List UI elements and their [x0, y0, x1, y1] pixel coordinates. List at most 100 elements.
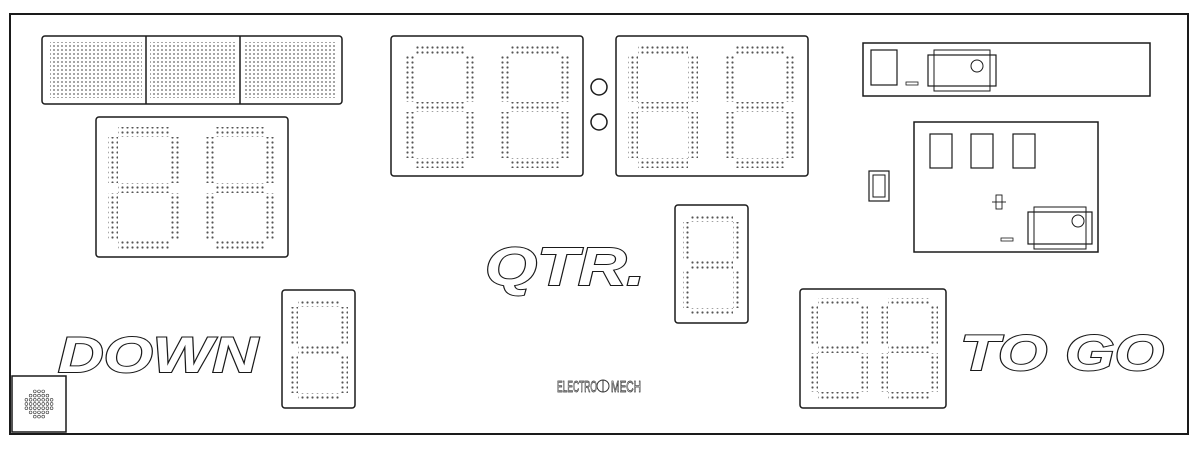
- seg-d: [638, 158, 688, 168]
- seg-f: [108, 137, 118, 183]
- quarter-digit: [683, 214, 741, 316]
- to-go-digit-tens: [810, 298, 868, 400]
- message-matrix-panel: [41, 35, 343, 105]
- seg-c: [930, 353, 938, 392]
- grille-hole: [37, 398, 41, 402]
- seg-d: [888, 392, 930, 400]
- seg-g: [888, 345, 930, 353]
- grille-hole: [33, 393, 37, 398]
- down-display: [281, 289, 356, 409]
- seg-a: [414, 46, 464, 56]
- seg-c: [560, 112, 570, 158]
- grille-hole: [45, 410, 50, 415]
- grille-hole: [41, 402, 45, 406]
- clock-colon: [590, 78, 608, 131]
- grille-hole: [45, 393, 50, 398]
- seg-e: [724, 112, 734, 158]
- to-go-display: [799, 288, 947, 409]
- seg-e: [108, 193, 118, 239]
- seg-f: [683, 222, 691, 261]
- grille-hole: [49, 398, 54, 402]
- to-go-digit-ones: [880, 298, 938, 400]
- seg-d: [510, 158, 560, 168]
- grille-hole: [33, 402, 37, 406]
- seg-a: [888, 298, 930, 306]
- speaker-grille-icon: [11, 375, 67, 433]
- grille-hole: [28, 402, 33, 406]
- seg-e: [290, 354, 298, 393]
- grille-hole: [37, 402, 41, 406]
- sensor-icon: [868, 170, 890, 202]
- grille-hole: [49, 406, 54, 410]
- home-score-digit-tens: [108, 127, 180, 249]
- grille-hole: [37, 389, 41, 394]
- seg-b: [266, 137, 276, 183]
- clock-seconds-digit-tens: [628, 46, 698, 168]
- seg-g: [118, 183, 170, 193]
- electro-mech-logo: ELECTRO MECH: [557, 379, 642, 397]
- seg-d: [414, 158, 464, 168]
- seg-d: [818, 392, 860, 400]
- seg-d: [118, 239, 170, 249]
- grille-hole: [41, 406, 45, 410]
- grille-hole: [24, 406, 29, 410]
- seg-f: [724, 56, 734, 102]
- grille-hole: [28, 398, 33, 402]
- down-digit: [290, 299, 348, 401]
- seg-a: [734, 46, 784, 56]
- seg-f: [810, 306, 818, 345]
- seg-b: [464, 56, 474, 102]
- grille-hole: [33, 398, 37, 402]
- quarter-label: QTR.: [485, 237, 645, 297]
- seg-g: [414, 102, 464, 112]
- seg-e: [404, 112, 414, 158]
- seg-c: [464, 112, 474, 158]
- seg-e: [628, 112, 638, 158]
- logo-left-text: ELECTRO: [557, 379, 597, 396]
- grille-hole: [41, 414, 45, 419]
- clock-seconds-digit-ones: [724, 46, 794, 168]
- seg-f: [628, 56, 638, 102]
- seg-e: [204, 193, 214, 239]
- seg-d: [691, 308, 733, 316]
- seg-e: [500, 112, 510, 158]
- seg-f: [204, 137, 214, 183]
- seg-b: [784, 56, 794, 102]
- seg-g: [510, 102, 560, 112]
- seg-b: [340, 307, 348, 346]
- grille-hole: [24, 402, 29, 406]
- grille-hole: [49, 402, 54, 406]
- grille-hole: [33, 410, 37, 415]
- seg-f: [404, 56, 414, 102]
- grille-hole: [45, 402, 50, 406]
- seg-c: [266, 193, 276, 239]
- grille-hole: [45, 398, 50, 402]
- seg-c: [784, 112, 794, 158]
- grille-hole: [24, 398, 29, 402]
- seg-a: [818, 298, 860, 306]
- seg-g: [214, 183, 266, 193]
- seg-a: [510, 46, 560, 56]
- grille-hole: [41, 393, 45, 398]
- seg-c: [170, 193, 180, 239]
- seg-a: [214, 127, 266, 137]
- seg-b: [688, 56, 698, 102]
- grille-hole: [37, 393, 41, 398]
- control-module-top: [862, 42, 1151, 97]
- seg-c: [340, 354, 348, 393]
- seg-b: [560, 56, 570, 102]
- home-score-display: [95, 116, 289, 258]
- seg-d: [734, 158, 784, 168]
- grille-hole: [45, 406, 50, 410]
- grille-hole: [33, 414, 37, 419]
- grille-hole: [33, 389, 37, 394]
- receiver-module-icon: [927, 49, 997, 92]
- seg-e: [683, 269, 691, 308]
- to-go-label: TO GO: [960, 325, 1164, 381]
- grille-hole: [28, 410, 33, 415]
- seg-c: [860, 353, 868, 392]
- grille-hole: [41, 398, 45, 402]
- grille-hole: [28, 393, 33, 398]
- seg-a: [638, 46, 688, 56]
